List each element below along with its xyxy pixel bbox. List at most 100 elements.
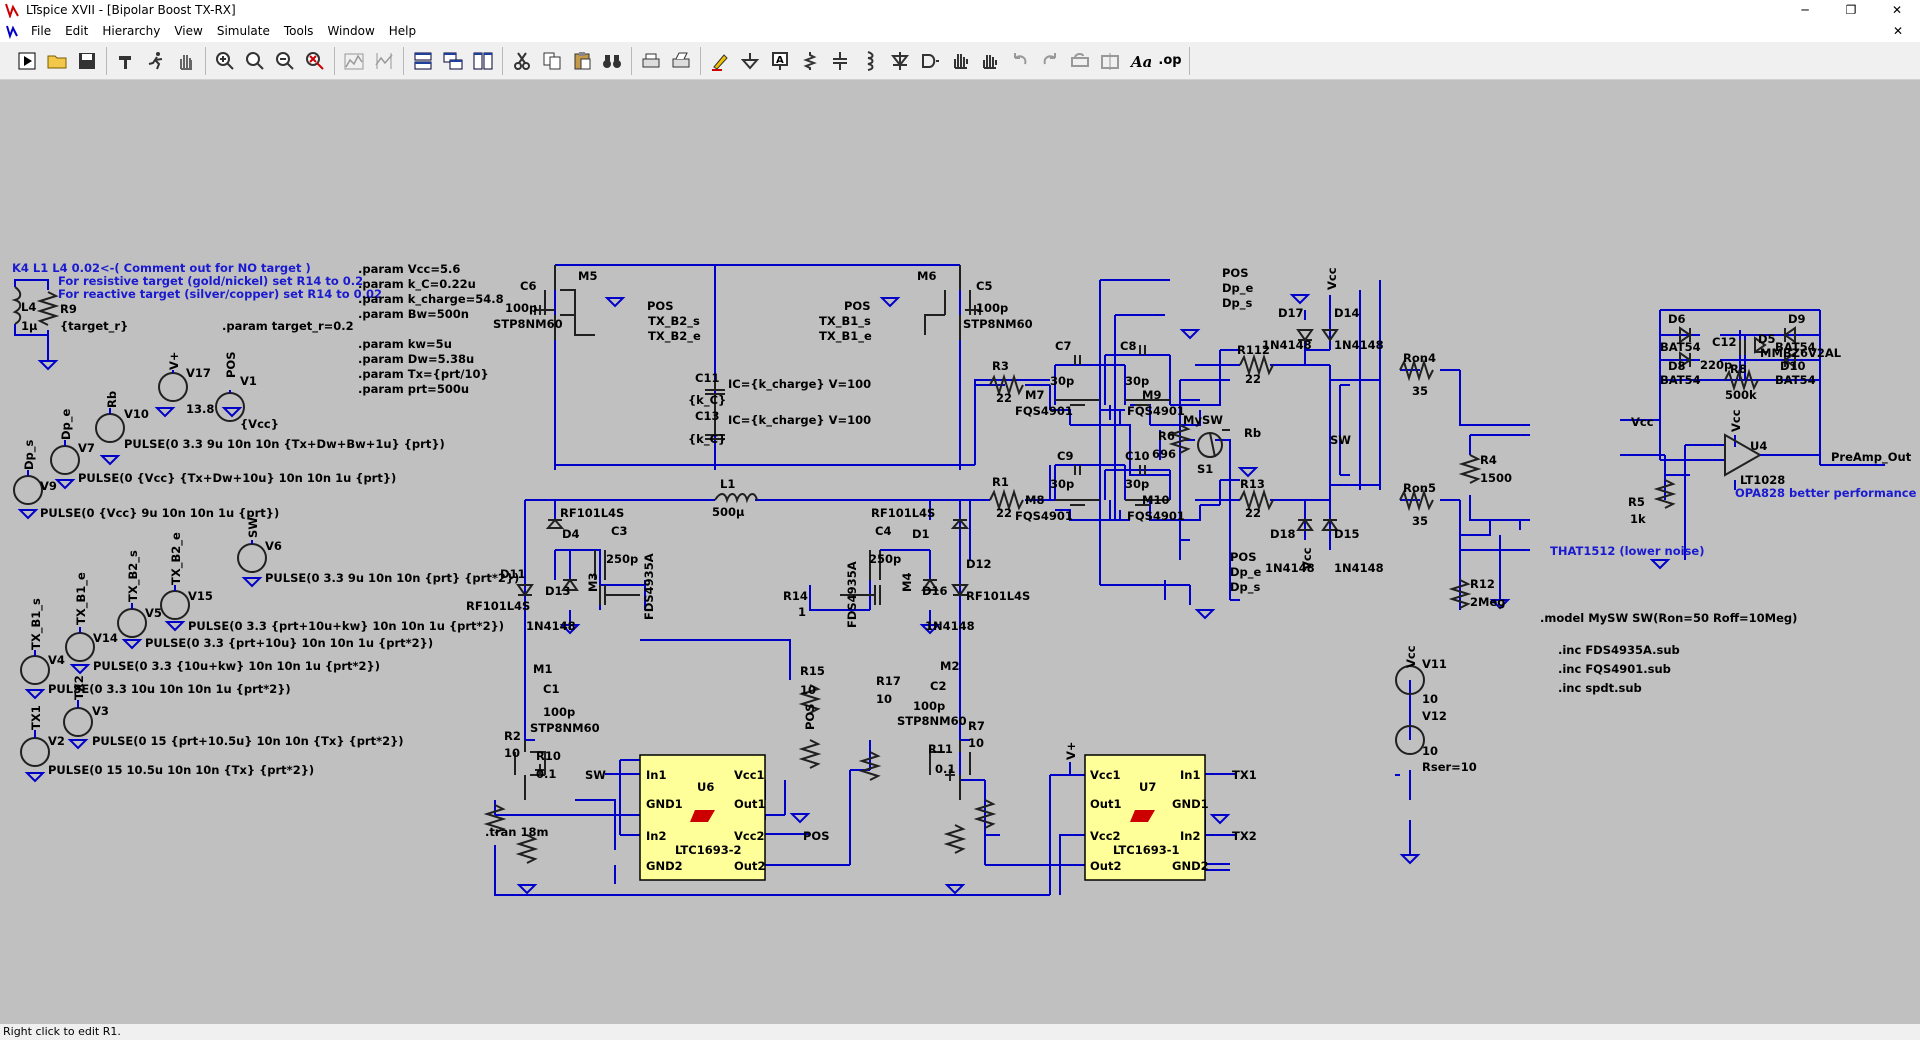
r3-value: 22: [996, 391, 1012, 405]
d16-label: D16: [922, 584, 948, 598]
label-net-button[interactable]: A: [765, 46, 795, 76]
u7-out2: Out2: [1090, 859, 1121, 873]
reactive-target-comment: For reactive target (silver/copper) set …: [58, 287, 382, 301]
undo-button[interactable]: [1005, 46, 1035, 76]
r7-label: R7: [968, 719, 985, 733]
component-button[interactable]: [915, 46, 945, 76]
save-button[interactable]: [72, 46, 102, 76]
c13-value: {k_C}: [688, 432, 726, 447]
menu-help[interactable]: Help: [388, 24, 417, 38]
tile-vertical-button[interactable]: [468, 46, 498, 76]
pan-button[interactable]: [171, 46, 201, 76]
print-setup-button[interactable]: [666, 46, 696, 76]
inductor-icon: [867, 50, 874, 71]
move-hand-icon: [954, 53, 968, 69]
ron4-label: Ron4: [1403, 351, 1436, 365]
tile-horizontal-button[interactable]: [408, 46, 438, 76]
m7-label: M7: [1025, 388, 1044, 402]
menu-file[interactable]: File: [31, 24, 52, 38]
redo-button[interactable]: [1035, 46, 1065, 76]
v5-pulse: PULSE(0 3.3 {prt+10u} 10n 10n 1u {prt*2}…: [145, 636, 433, 650]
d14-model: 1N4148: [1334, 338, 1384, 352]
net-dpe-r: Dp_e: [1222, 281, 1254, 296]
draw-wire-button[interactable]: [705, 46, 735, 76]
ltspice-app-icon: [5, 3, 19, 18]
param-kw: .param kw=5u: [358, 337, 452, 351]
m1-label: M1: [533, 662, 552, 676]
net-txb2e-v15: TX_B2_e: [169, 532, 184, 585]
menu-edit[interactable]: Edit: [65, 24, 89, 38]
text-button[interactable]: Aa: [1125, 46, 1155, 76]
u6-in2: In2: [646, 829, 666, 843]
component-shapes: [11, 265, 1821, 864]
copy-button[interactable]: [537, 46, 567, 76]
zoom-fit-button[interactable]: [300, 46, 330, 76]
d8-label: D8: [1668, 359, 1686, 373]
menu-view[interactable]: View: [174, 24, 203, 38]
drag-hand-icon: [983, 54, 997, 69]
net-tx1-v2: TX1: [29, 705, 43, 730]
autorange-button[interactable]: [339, 46, 369, 76]
d10-model: BAT54: [1775, 373, 1816, 387]
move-button[interactable]: [945, 46, 975, 76]
d6-model: BAT54: [1660, 340, 1701, 354]
u6-out1: Out1: [734, 797, 765, 811]
source-labels: V17 13.8 V1 {Vcc} V10 PULSE(0 3.3 9u 10n…: [40, 366, 1477, 777]
paste-button[interactable]: [567, 46, 597, 76]
control-panel-button[interactable]: [111, 46, 141, 76]
spice-directive-button[interactable]: .op: [1155, 46, 1185, 76]
print-button[interactable]: [636, 46, 666, 76]
c10-label: C10: [1125, 449, 1149, 463]
r15-value: 10: [800, 683, 816, 697]
diode-button[interactable]: [885, 46, 915, 76]
find-button[interactable]: [597, 46, 627, 76]
v2-pulse: PULSE(0 15 10.5u 10n 10n {Tx} {prt*2}): [48, 763, 314, 777]
menu-window[interactable]: Window: [327, 24, 375, 38]
c11-label: C11: [695, 371, 719, 385]
run-icon: [18, 52, 36, 69]
zoom-out-button[interactable]: [270, 46, 300, 76]
close-button[interactable]: ✕: [1891, 3, 1903, 17]
r10-value: 0.1: [536, 767, 556, 781]
r8-label: R8: [1730, 362, 1747, 376]
v3-pulse: PULSE(0 15 {prt+10.5u} 10n 10n {Tx} {prt…: [92, 734, 404, 748]
schematic-canvas[interactable]: K4 L1 L4 0.02<-( Comment out for NO targ…: [0, 80, 1920, 1024]
zoom-in-button[interactable]: [210, 46, 240, 76]
cascade-button[interactable]: [438, 46, 468, 76]
menu-hierarchy[interactable]: Hierarchy: [102, 24, 161, 38]
maximize-button[interactable]: ❐: [1845, 3, 1857, 17]
rotate-button[interactable]: [1065, 46, 1095, 76]
mirror-button[interactable]: [1095, 46, 1125, 76]
menu-simulate[interactable]: Simulate: [216, 24, 270, 38]
document-close-button[interactable]: ✕: [1892, 24, 1903, 38]
ground-button[interactable]: [735, 46, 765, 76]
document-icon[interactable]: [4, 23, 20, 39]
v12-label: V12: [1422, 709, 1447, 723]
m4-model: FDS4935A: [845, 561, 859, 628]
l1-value: 500µ: [712, 505, 745, 519]
param-kc: .param k_C=0.22u: [358, 277, 476, 292]
pencil-icon: [712, 53, 728, 71]
resistor-button[interactable]: [795, 46, 825, 76]
capacitor-button[interactable]: [825, 46, 855, 76]
v12-value: 10: [1422, 744, 1438, 758]
m6-model: STP8NM60: [963, 317, 1033, 331]
net-dps-r2: Dp_s: [1230, 580, 1261, 595]
v6-pulse: PULSE(0 3.3 9u 10n 10n {prt} {prt*2}): [265, 571, 519, 585]
visible-trace-button[interactable]: [369, 46, 399, 76]
run-button[interactable]: [12, 46, 42, 76]
hammer-icon: [119, 55, 131, 69]
zoom-cancel-icon: [306, 51, 324, 70]
menu-tools[interactable]: Tools: [283, 24, 314, 38]
that-comment: THAT1512 (lower noise): [1550, 544, 1704, 558]
drag-button[interactable]: [975, 46, 1005, 76]
open-button[interactable]: [42, 46, 72, 76]
net-labels: V+ POS Rb Dp_e Dp_s SW TX_B2_e TX_B2_s T…: [22, 266, 1912, 843]
r14-value: 1: [798, 605, 806, 619]
inductor-button[interactable]: [855, 46, 885, 76]
halt-button[interactable]: [141, 46, 171, 76]
minimize-button[interactable]: ─: [1801, 3, 1809, 17]
d17-model: 1N4148: [1262, 338, 1312, 352]
zoom-button[interactable]: [240, 46, 270, 76]
cut-button[interactable]: [507, 46, 537, 76]
